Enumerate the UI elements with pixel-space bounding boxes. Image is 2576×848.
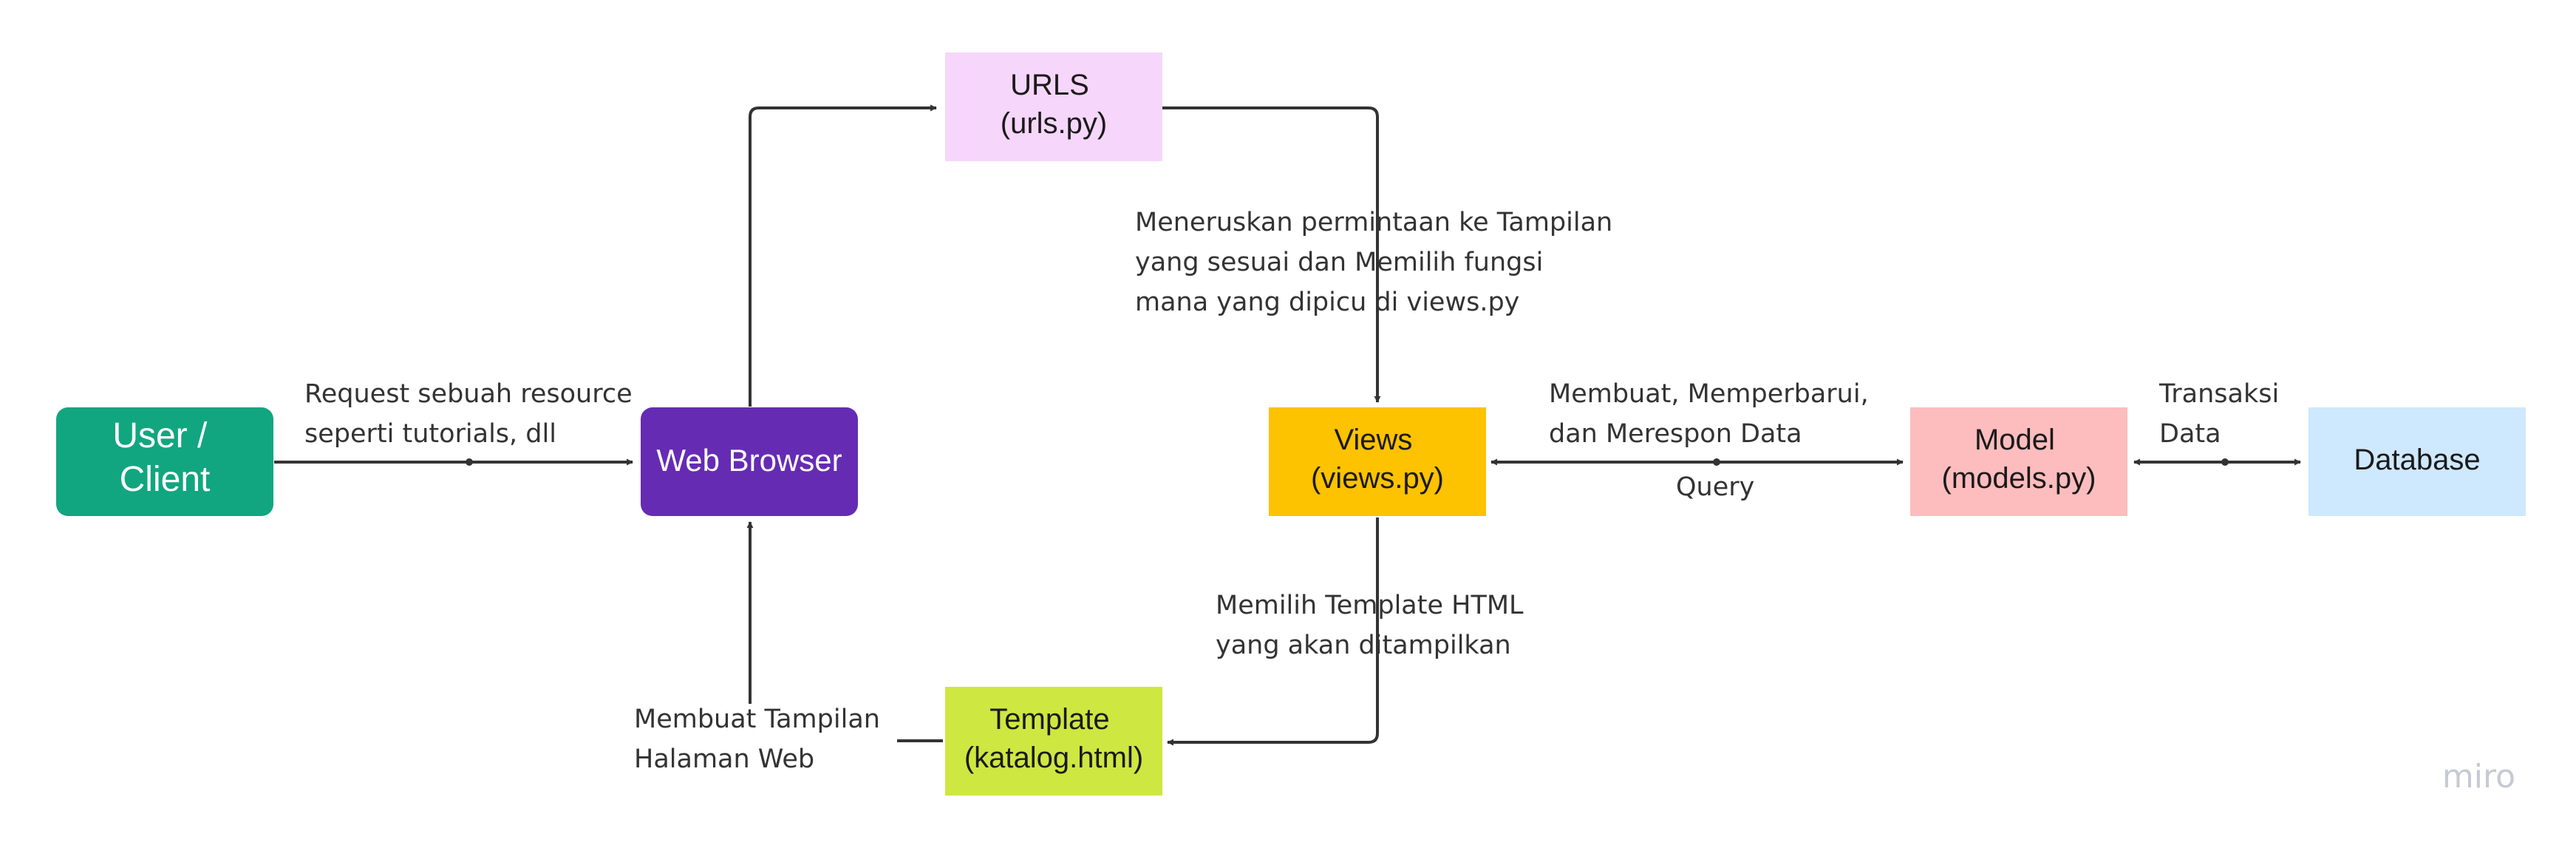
connector-views-template — [1167, 518, 1379, 746]
label-views-model: Membuat, Memperbarui, dan Merespon Data — [1549, 379, 1877, 449]
node-web-browser-label: Web Browser — [656, 443, 842, 478]
miro-logo: miro — [2442, 758, 2515, 796]
label-urls-to-views: Meneruskan permintaan ke Tampilan yang s… — [1135, 208, 1621, 317]
connectors — [274, 104, 2301, 746]
midpoint-dot — [2221, 458, 2229, 466]
node-views-label: Views (views.py) — [1311, 424, 1444, 495]
node-views[interactable]: Views (views.py) — [1269, 407, 1486, 516]
connector-urls-views — [1162, 106, 1381, 403]
midpoint-dot — [1713, 458, 1720, 466]
node-user-client[interactable]: User / Client — [56, 407, 273, 516]
node-model[interactable]: Model (models.py) — [1910, 407, 2127, 516]
label-views-template: Memilih Template HTML yang akan ditampil… — [1216, 591, 1532, 660]
label-template-browser: Membuat Tampilan Halaman Web — [634, 705, 888, 774]
node-web-browser[interactable]: Web Browser — [641, 407, 858, 516]
label-request: Request sebuah resource seperti tutorial… — [304, 379, 641, 449]
node-user-client-label: User / Client — [112, 416, 217, 499]
label-query: Query — [1676, 472, 1754, 502]
node-urls[interactable]: URLS (urls.py) — [945, 52, 1162, 161]
node-template-label: Template (katalog.html) — [964, 703, 1143, 774]
midpoint-dot — [466, 458, 473, 466]
node-urls-label: URLS (urls.py) — [1001, 69, 1107, 140]
node-model-label: Model (models.py) — [1942, 424, 2096, 495]
node-database-label: Database — [2354, 444, 2480, 476]
label-transaksi: Transaksi Data — [2158, 379, 2287, 449]
node-database[interactable]: Database — [2308, 407, 2526, 516]
connector-browser-urls — [749, 104, 937, 407]
node-template[interactable]: Template (katalog.html) — [945, 687, 1162, 796]
